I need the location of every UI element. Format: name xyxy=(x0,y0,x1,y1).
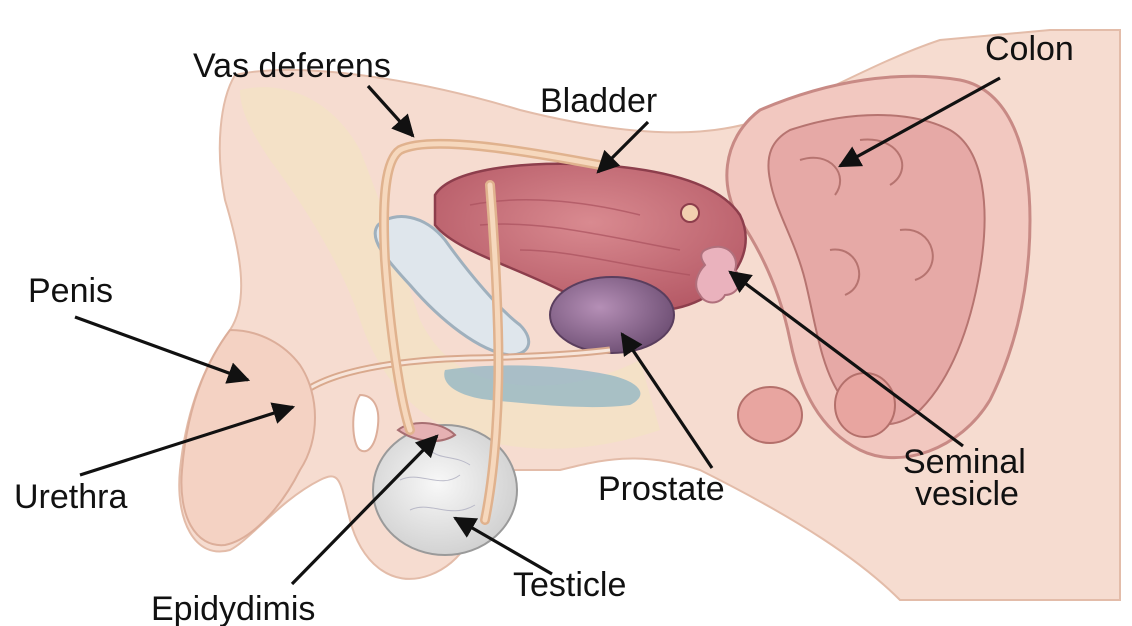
label-colon: Colon xyxy=(985,30,1074,68)
ureter-opening xyxy=(681,204,699,222)
label-testicle: Testicle xyxy=(513,566,626,604)
label-seminal-vesicle-line2: vesicle xyxy=(915,475,1019,513)
prostate-shape xyxy=(550,277,674,353)
scrotal-notch xyxy=(353,395,378,451)
label-bladder: Bladder xyxy=(540,82,657,120)
label-penis: Penis xyxy=(28,272,113,310)
label-epididymis: Epidydimis xyxy=(151,590,315,626)
label-prostate: Prostate xyxy=(598,470,725,508)
label-vas-deferens: Vas deferens xyxy=(193,47,391,85)
label-urethra: Urethra xyxy=(14,478,127,516)
